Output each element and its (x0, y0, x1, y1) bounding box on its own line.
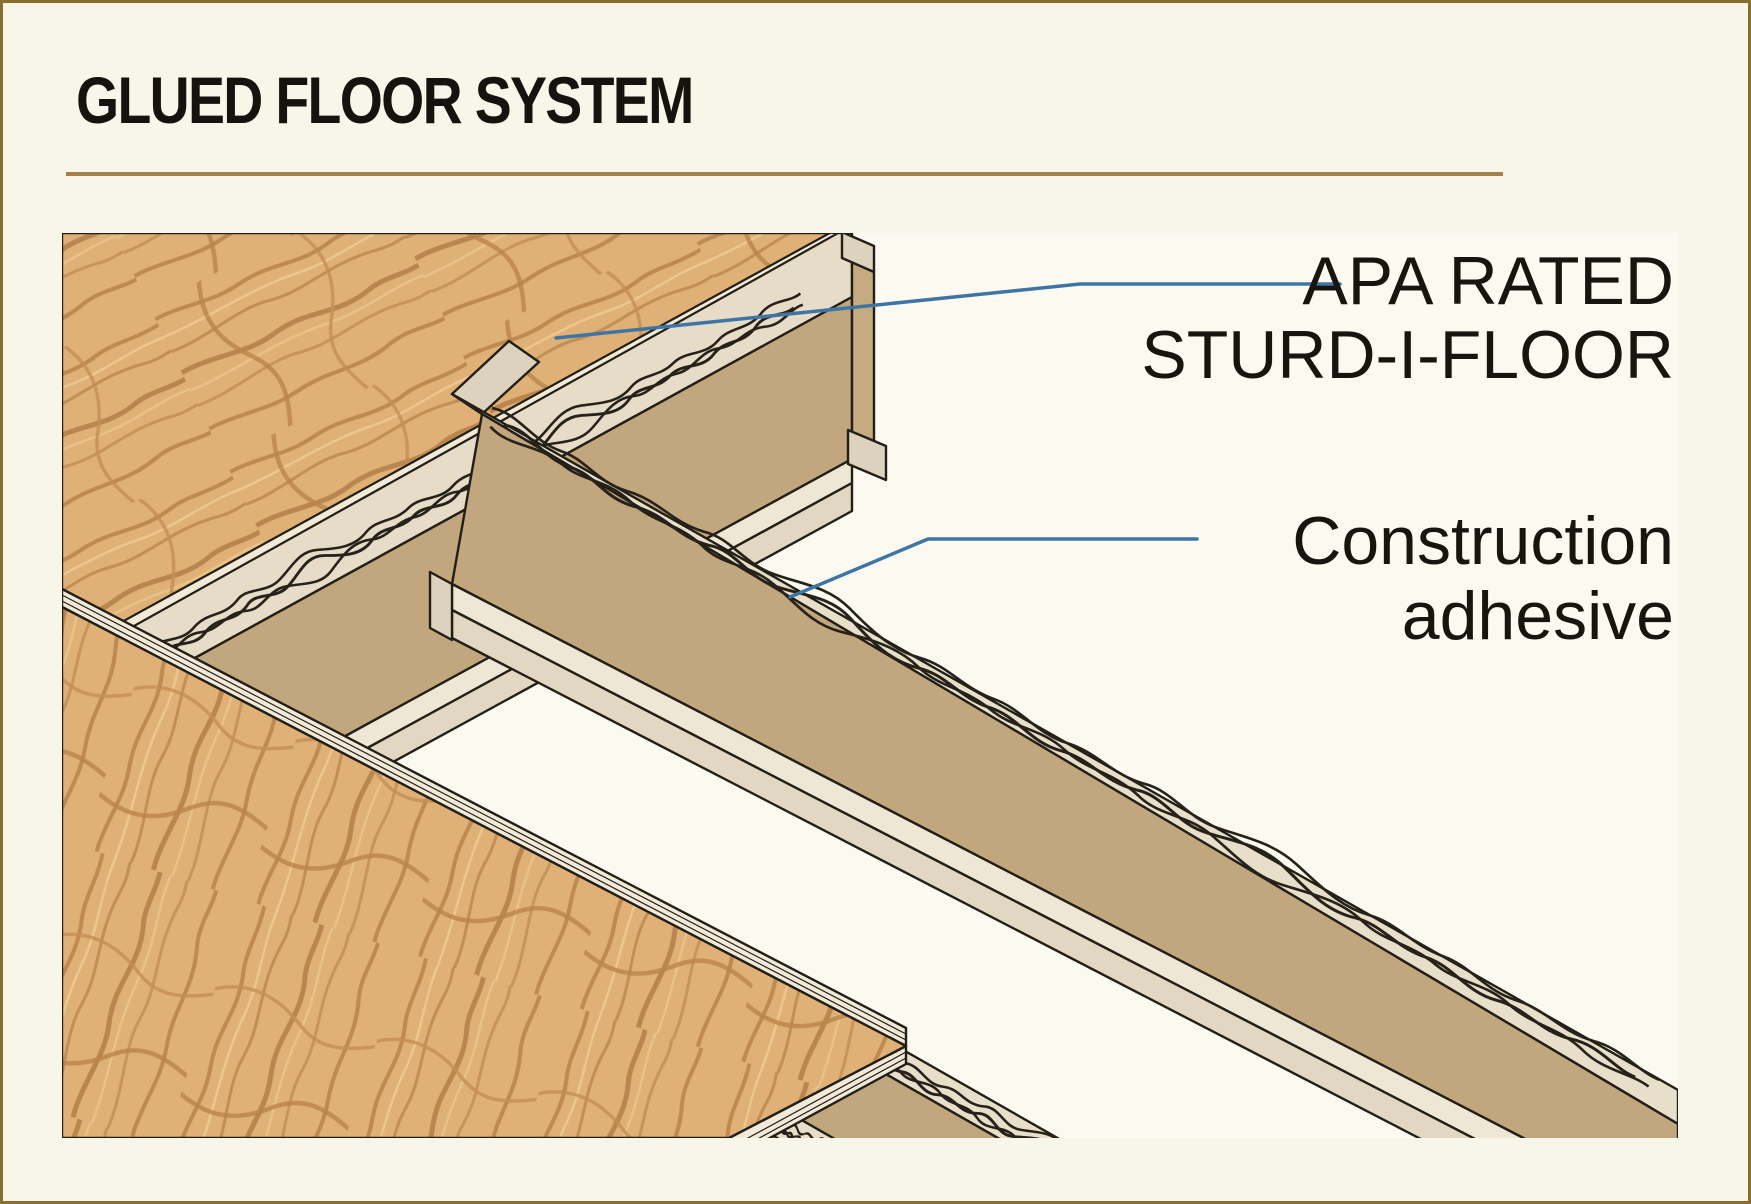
title-underline-rule (66, 172, 1503, 176)
rim-joist-top-flange-end (840, 233, 876, 274)
label-adhesive-line1: Construction (1292, 503, 1674, 579)
rim-joist-bottom-flange-end (846, 428, 888, 482)
leader-line-sturd-i-floor (554, 282, 1342, 340)
label-adhesive-line2: adhesive (1401, 578, 1674, 654)
label-construction-adhesive: Construction adhesive (1292, 504, 1674, 654)
subfloor-panel-installed (62, 233, 839, 667)
page-title: GLUED FLOOR SYSTEM (76, 63, 694, 137)
joist-center-web (450, 412, 1678, 1138)
label-sturd-line1: APA RATED (1302, 243, 1674, 319)
panel2-surface (62, 605, 908, 1138)
rim-joist-web-end (850, 260, 876, 448)
label-apa-rated-sturd-i-floor: APA RATED STURD-I-FLOOR (1141, 244, 1674, 392)
joist-center-bottom-flange-endcap (428, 570, 454, 642)
label-sturd-line2: STURD-I-FLOOR (1141, 317, 1674, 393)
leader-line-adhesive (788, 537, 1199, 599)
subfloor-panel-being-laid (62, 587, 908, 1138)
panel1-edge (62, 233, 839, 667)
